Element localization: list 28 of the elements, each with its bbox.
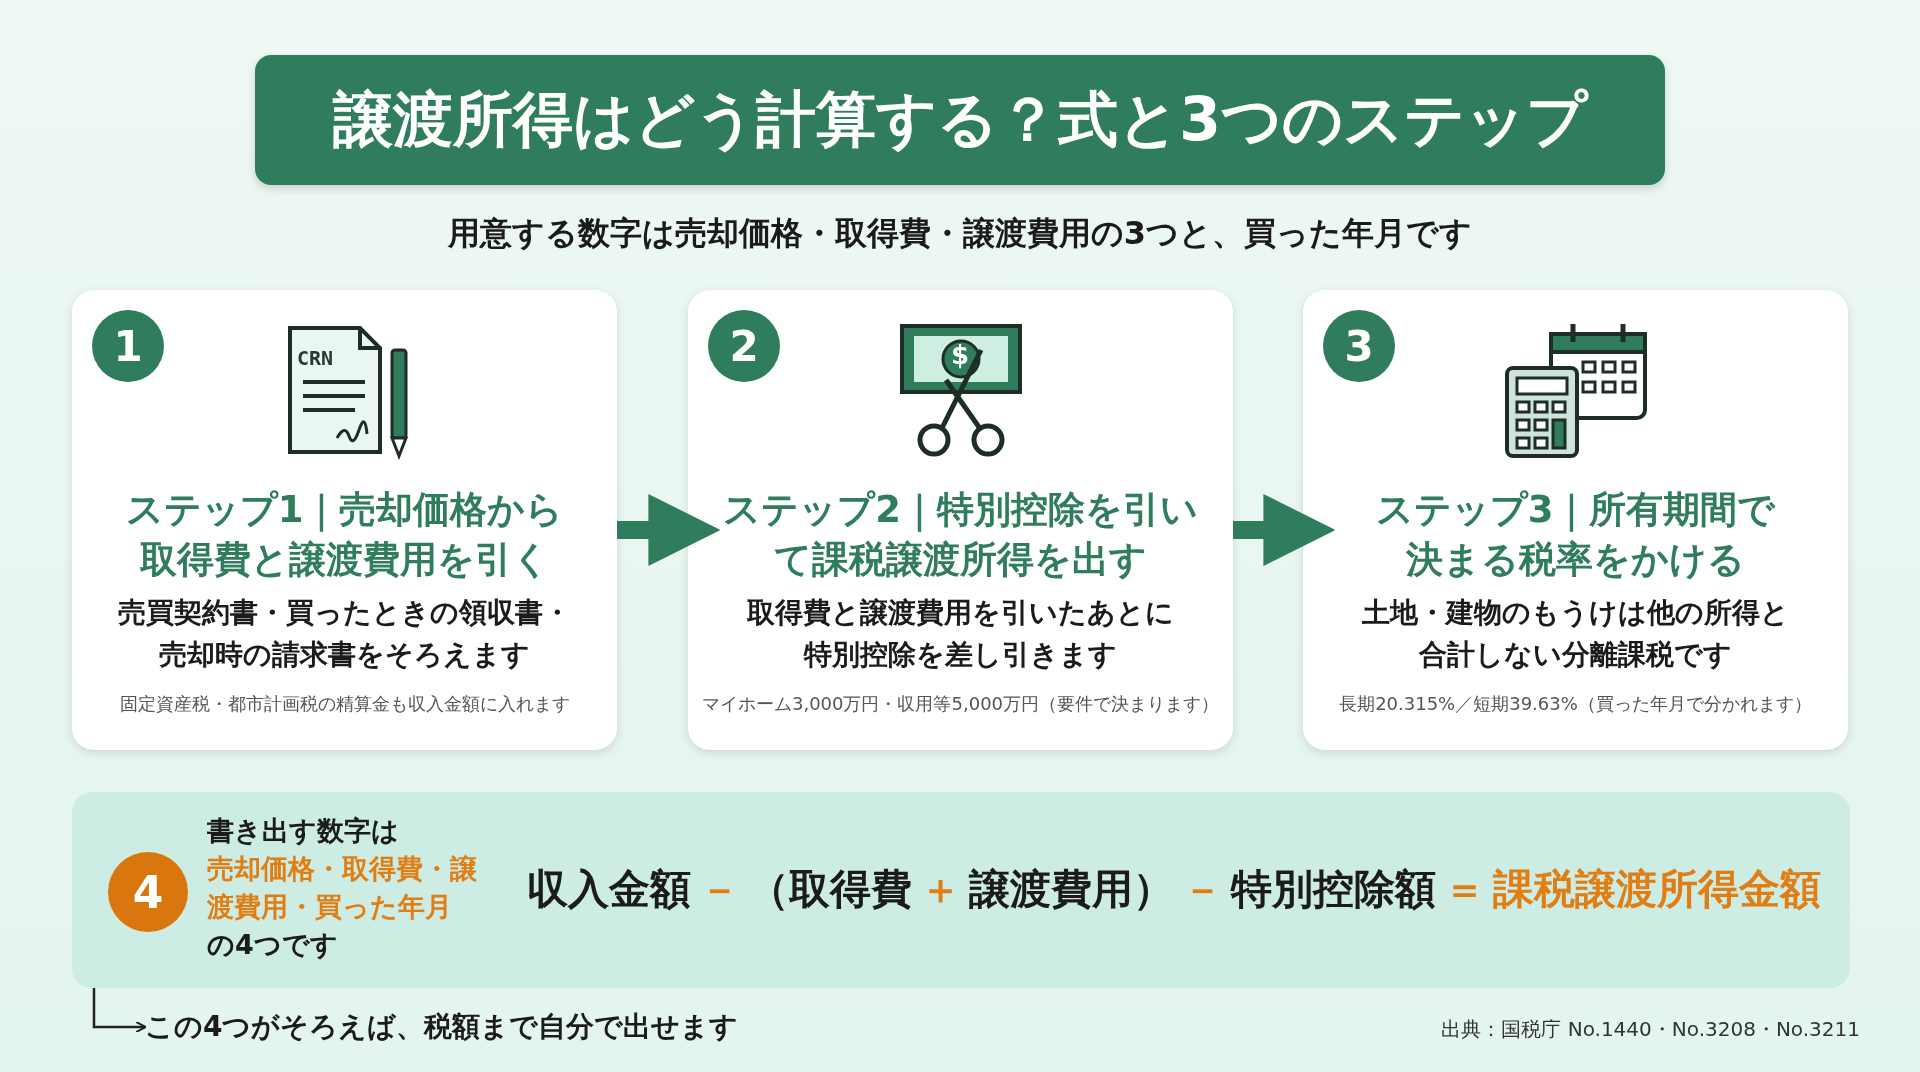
- step-number-badge: 4: [108, 852, 188, 932]
- step-description: 取得費と譲渡費用を引いたあとに特別控除を差し引きます: [745, 595, 1175, 673]
- step-note: マイホーム3,000万円・収用等5,000万円（要件で決まります）: [700, 692, 1221, 716]
- arrow: [1233, 494, 1336, 566]
- formula-panel: [72, 792, 1850, 988]
- arrow: [617, 494, 721, 566]
- subtitle: 用意する数字は売却価格・取得費・譲渡費用の3つと、買った年月です: [446, 213, 1474, 254]
- step-card: [72, 290, 617, 750]
- conclusion-text: この4つがそろえば、税額まで自分で出せます: [145, 1008, 739, 1046]
- step-heading: ステップ1｜売却価格から取得費と譲渡費用を引く: [124, 487, 565, 583]
- step-note: 長期20.315%／短期39.63%（買った年月で分かれます）: [1338, 692, 1813, 716]
- step-heading: ステップ3｜所有期間で決まる税率をかける: [1374, 487, 1777, 583]
- intro-text: 書き出す数字は 売却価格・取得費・譲渡費用・買った年月 の4つです: [207, 814, 478, 962]
- arrow: [92, 988, 147, 1033]
- step-number-badge: 1: [92, 310, 164, 382]
- step-description: 土地・建物のもうけは他の所得と合計しない分離課税です: [1361, 595, 1790, 673]
- document-label: CRN: [297, 346, 334, 370]
- formula-text: 収入金額 － （取得費 ＋ 譲渡費用） － 特別控除額 ＝ 課税譲渡所得金額: [527, 864, 1821, 915]
- step-heading: ステップ2｜特別控除を引いて課税譲渡所得を出す: [722, 487, 1199, 583]
- source-note: 出典：国税庁 No.1440・No.3208・No.3211: [1441, 1016, 1860, 1043]
- currency-sign: $: [949, 340, 971, 370]
- step-card: [688, 290, 1233, 750]
- step-card: [1303, 290, 1848, 750]
- step-description: 売買契約書・買ったときの領収書・売却時の請求書をそろえます: [117, 595, 572, 673]
- title-banner: 譲渡所得はどう計算する？式と3つのステップ: [255, 55, 1665, 185]
- step-note: 固定資産税・都市計画税の精算金も収入金額に入れます: [118, 692, 571, 716]
- step-number-badge: 2: [708, 310, 780, 382]
- step-number-badge: 3: [1323, 310, 1395, 382]
